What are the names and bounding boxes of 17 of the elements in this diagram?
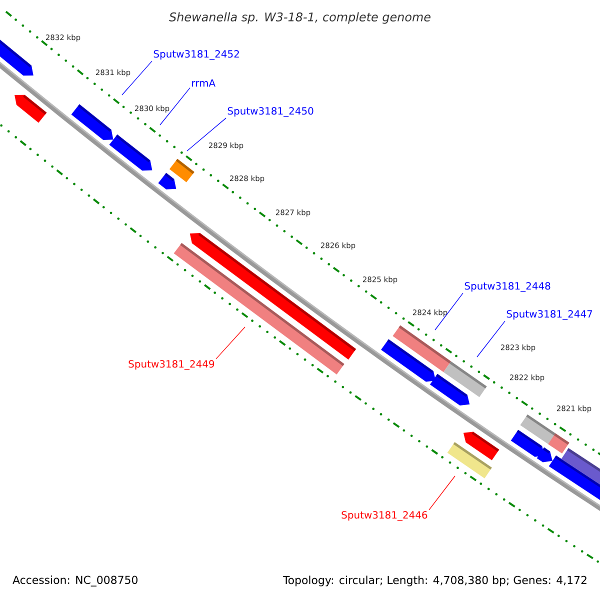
gene-label: Sputw3181_2452 [154, 50, 239, 60]
gene-label: Sputw3181_2448 [464, 282, 550, 292]
leader-line [216, 326, 246, 360]
leader-line [122, 60, 152, 96]
gene-label: rrmA [192, 79, 216, 87]
gene-label: Sputw3181_2449 [128, 360, 214, 370]
gene-label: Sputw3181_2447 [506, 310, 592, 320]
leader-line [186, 118, 226, 152]
footer-text: Topology: circular; Length: 4,708,380 bp; Genes: 4,172 [282, 576, 586, 586]
leader-line [160, 87, 190, 126]
leader-line [428, 476, 456, 510]
title: Shewanella sp. W3-18-1, complete genome [169, 12, 430, 24]
leader-line [476, 320, 506, 358]
leader-line [434, 292, 464, 330]
gene-label: Sputw3181_2446 [342, 511, 428, 521]
footer-text: Accession: NC_008750 [12, 576, 138, 586]
gene-label: Sputw3181_2450 [228, 107, 314, 117]
